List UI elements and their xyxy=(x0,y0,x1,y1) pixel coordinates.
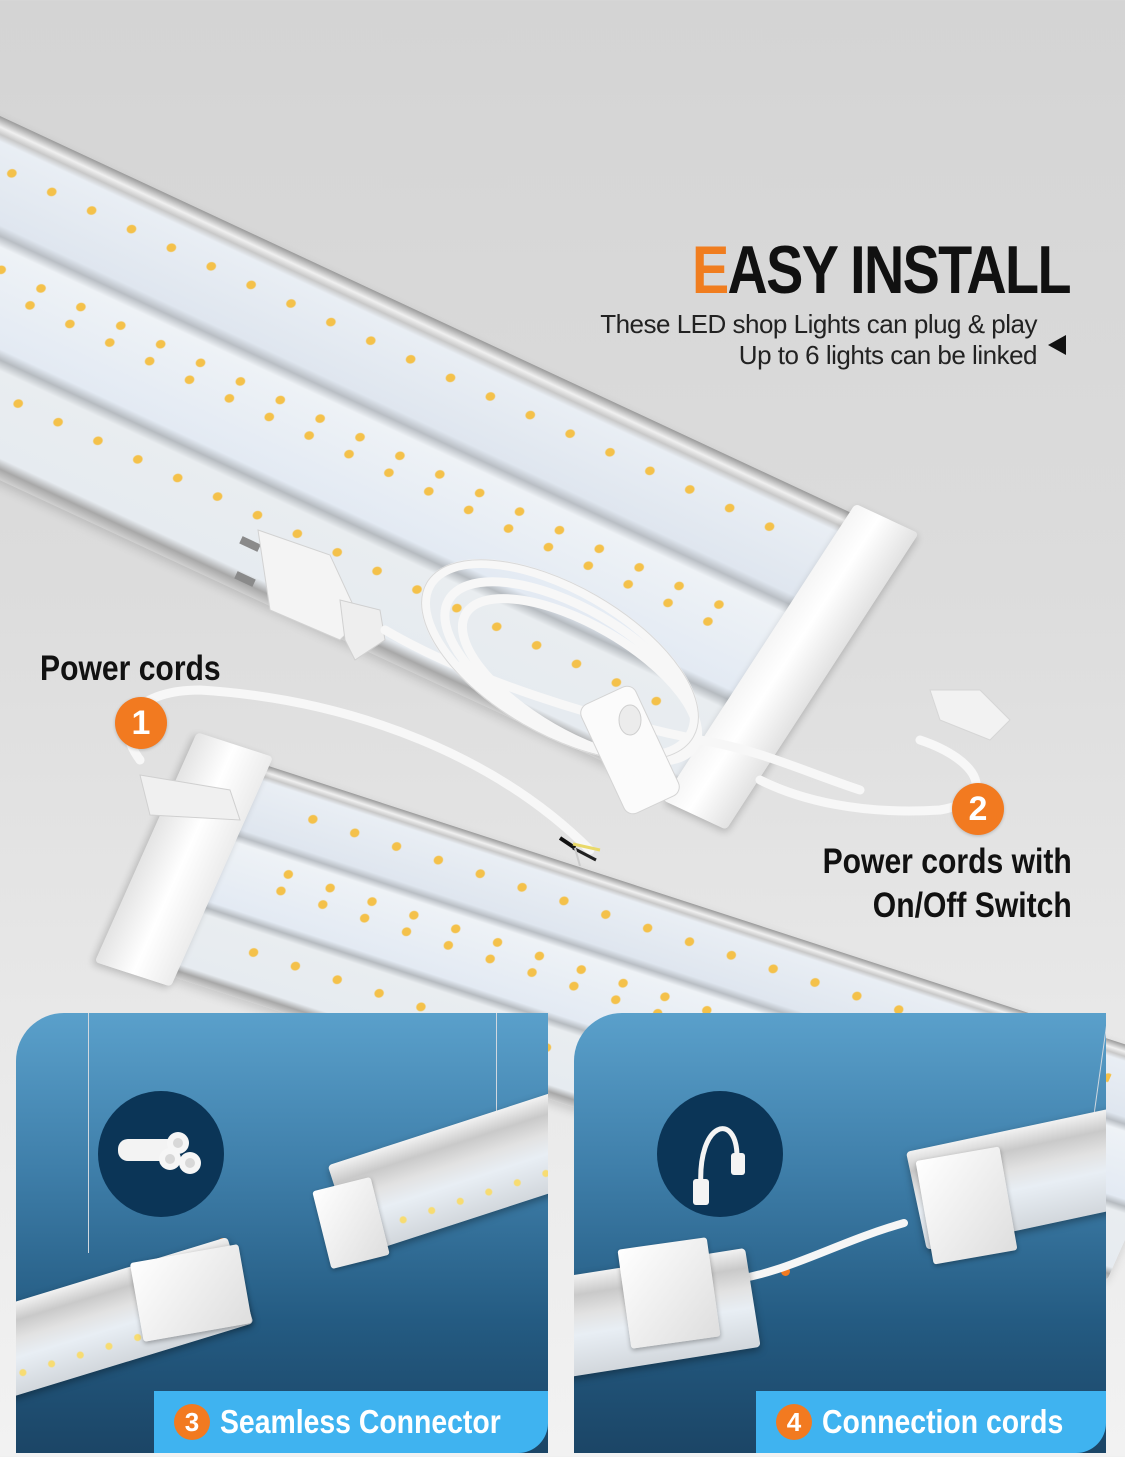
panel-seamless-connector: 3 Seamless Connector xyxy=(16,1013,548,1453)
connector-inset-circle xyxy=(98,1091,224,1217)
callout-badge-2: 2 xyxy=(952,783,1004,835)
caption-connection-cords: 4 Connection cords xyxy=(756,1391,1106,1453)
callout-badge-1: 1 xyxy=(115,697,167,749)
title-accent-letter: E xyxy=(692,232,729,308)
callout-switch-line-2: On/Off Switch xyxy=(873,885,1072,925)
fixture-end-cap xyxy=(915,1146,1018,1265)
subtitle-line-2: Up to 6 lights can be linked xyxy=(738,340,1038,370)
caption-badge-4: 4 xyxy=(776,1404,812,1440)
cord-pointer-dot xyxy=(781,1267,790,1276)
connection-cord-icon xyxy=(693,1126,745,1205)
callout-power-cords-label: Power cords xyxy=(40,649,221,688)
caption-text: Connection cords xyxy=(822,1403,1064,1440)
caption-seamless-connector: 3 Seamless Connector xyxy=(154,1391,548,1453)
caption-badge-3: 3 xyxy=(174,1404,210,1440)
page-title: EASY INSTALL xyxy=(692,236,1072,304)
subtitle-line-1: These LED shop Lights can plug & play xyxy=(600,309,1037,339)
bare-wire-ends xyxy=(558,836,601,867)
callout-switch-line-1: Power cords with xyxy=(822,842,1072,881)
fixture-end-cap xyxy=(617,1237,721,1349)
switch-icon xyxy=(580,685,680,815)
plug-icon xyxy=(234,529,386,661)
callout-switch-label: Power cords with On/Off Switch xyxy=(823,840,1072,928)
hanging-wire xyxy=(88,1013,89,1253)
title-rest: ASY INSTALL xyxy=(727,232,1072,308)
three-way-connector-icon xyxy=(118,1132,201,1174)
cord-inset-circle xyxy=(657,1091,783,1217)
led-row xyxy=(358,1153,548,1240)
panel-connection-cords: 4 Connection cords xyxy=(574,1013,1106,1453)
caption-text: Seamless Connector xyxy=(220,1403,501,1440)
connection-cable xyxy=(720,1219,908,1285)
arrow-left-icon xyxy=(1048,335,1066,355)
hanging-wire xyxy=(496,1013,497,1118)
